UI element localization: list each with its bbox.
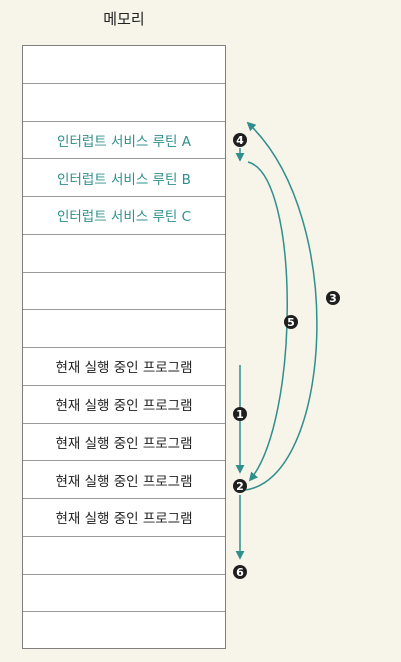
- svg-text:5: 5: [287, 316, 295, 329]
- svg-text:6: 6: [236, 566, 244, 579]
- step-badge-5: 5: [284, 315, 298, 329]
- step-badge-6: 6: [233, 565, 247, 579]
- memory-cell: [23, 612, 225, 650]
- step-badge-2: 2: [233, 479, 247, 493]
- arrow-step-5: [247, 161, 288, 482]
- svg-text:3: 3: [329, 292, 337, 305]
- memory-cell-isr-a: 인터럽트 서비스 루틴 A: [23, 122, 225, 160]
- memory-cell-program: 현재 실행 중인 프로그램: [23, 499, 225, 537]
- memory-cell-program: 현재 실행 중인 프로그램: [23, 461, 225, 499]
- memory-cell: [23, 84, 225, 122]
- memory-cell: [23, 273, 225, 311]
- memory-cell: [23, 235, 225, 273]
- memory-table: 인터럽트 서비스 루틴 A 인터럽트 서비스 루틴 B 인터럽트 서비스 루틴 …: [22, 45, 226, 649]
- memory-cell: [23, 537, 225, 575]
- svg-text:1: 1: [236, 408, 244, 421]
- memory-cell: [23, 310, 225, 348]
- memory-cell-isr-c: 인터럽트 서비스 루틴 C: [23, 197, 225, 235]
- arrow-step-3: [244, 121, 318, 491]
- memory-title: 메모리: [103, 10, 145, 28]
- memory-cell: [23, 575, 225, 613]
- svg-text:2: 2: [236, 480, 244, 493]
- step-badge-1: 1: [233, 407, 247, 421]
- memory-cell-isr-b: 인터럽트 서비스 루틴 B: [23, 159, 225, 197]
- step-badge-4: 4: [233, 133, 247, 147]
- memory-cell: [23, 46, 225, 84]
- memory-cell-program: 현재 실행 중인 프로그램: [23, 386, 225, 424]
- svg-text:4: 4: [236, 134, 244, 147]
- step-badge-3: 3: [326, 291, 340, 305]
- memory-cell-program: 현재 실행 중인 프로그램: [23, 348, 225, 386]
- memory-cell-program: 현재 실행 중인 프로그램: [23, 424, 225, 462]
